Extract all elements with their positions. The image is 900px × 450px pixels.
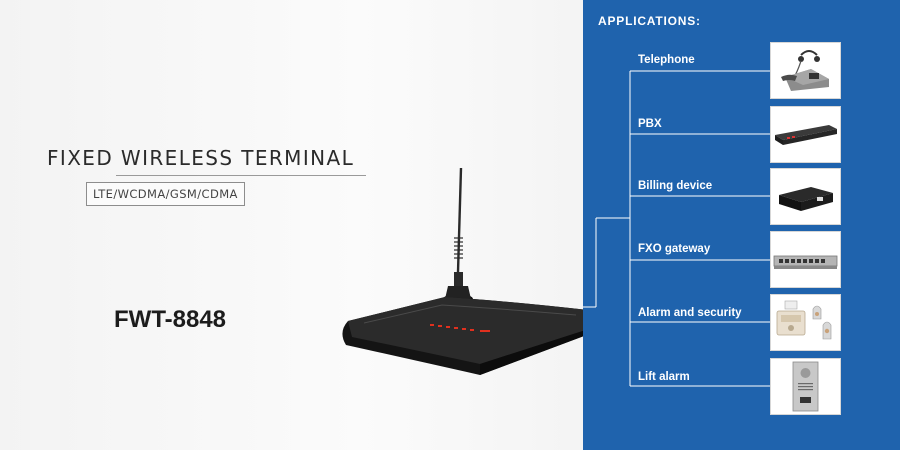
application-item-pbx bbox=[770, 106, 841, 163]
fixed-wireless-terminal-image bbox=[342, 167, 601, 375]
application-label-fxo-gateway: FXO gateway bbox=[638, 243, 711, 255]
application-label-lift-alarm: Lift alarm bbox=[638, 371, 690, 383]
antenna-icon bbox=[443, 167, 473, 304]
applications-heading: APPLICATIONS: bbox=[598, 14, 701, 28]
telephone-headset-icon bbox=[781, 50, 829, 91]
product-section: FIXED WIRELESS TERMINAL LTE/WCDMA/GSM/CD… bbox=[47, 146, 601, 375]
terminal-body bbox=[342, 297, 601, 375]
application-item-telephone bbox=[770, 42, 841, 99]
application-label-pbx: PBX bbox=[638, 118, 662, 130]
application-item-lift-alarm bbox=[770, 358, 841, 415]
application-item-fxo-gateway bbox=[770, 231, 841, 288]
application-item-alarm-and-security bbox=[770, 294, 841, 351]
page-title: FIXED WIRELESS TERMINAL bbox=[47, 146, 355, 170]
applications-panel: APPLICATIONS: Telephone PBX bbox=[583, 0, 900, 450]
pbx-rack-icon bbox=[775, 125, 837, 145]
fxo-gateway-icon bbox=[773, 255, 838, 269]
title-underline bbox=[116, 175, 366, 176]
application-item-billing-device bbox=[770, 168, 841, 225]
status-leds bbox=[430, 324, 490, 332]
alarm-panel-icon bbox=[776, 300, 832, 340]
application-label-telephone: Telephone bbox=[638, 54, 695, 66]
lift-intercom-icon bbox=[792, 361, 819, 412]
connector-lines bbox=[583, 70, 770, 387]
model-name: FWT-8848 bbox=[114, 306, 227, 333]
application-label-billing-device: Billing device bbox=[638, 180, 713, 192]
network-badge: LTE/WCDMA/GSM/CDMA bbox=[86, 182, 245, 206]
application-label-alarm-and-security: Alarm and security bbox=[638, 307, 742, 319]
billing-box-icon bbox=[779, 187, 833, 211]
